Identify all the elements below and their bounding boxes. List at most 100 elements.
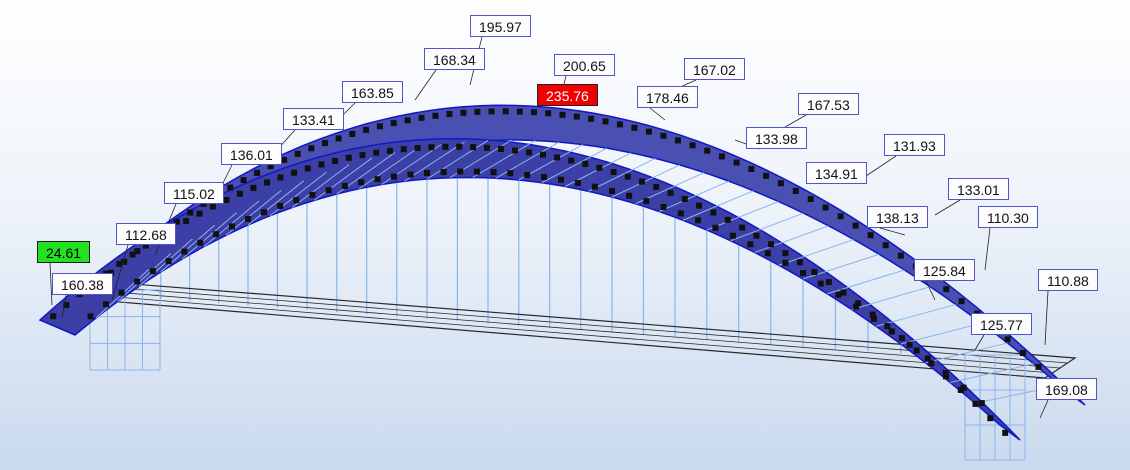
load-marker [796, 259, 803, 266]
load-marker [470, 144, 477, 151]
load-marker [116, 260, 123, 267]
load-marker [390, 120, 397, 127]
load-marker [704, 147, 711, 154]
value-label: 115.02 [164, 182, 224, 204]
load-marker [825, 279, 832, 286]
load-marker [359, 152, 366, 159]
leader-line [984, 227, 991, 271]
lacing-member [426, 140, 489, 180]
lacing-member [730, 212, 804, 242]
load-marker [817, 280, 824, 287]
load-marker [869, 311, 876, 318]
load-marker [291, 169, 298, 176]
load-marker [391, 173, 397, 180]
load-marker [987, 415, 994, 422]
deck-stringer [101, 295, 1053, 374]
load-marker [852, 222, 859, 229]
value-label: 125.84 [914, 259, 975, 281]
lacing-member [160, 224, 215, 273]
load-marker [308, 145, 315, 152]
load-marker [507, 170, 514, 177]
value-label: 110.30 [978, 206, 1038, 228]
load-marker [183, 218, 190, 224]
load-marker [531, 109, 537, 116]
load-marker [626, 192, 633, 199]
load-marker [488, 108, 495, 115]
load-marker [304, 165, 311, 172]
load-marker [474, 108, 481, 115]
load-marker [187, 209, 194, 216]
leader-line [61, 294, 67, 319]
load-marker [322, 140, 328, 147]
lacing-member [950, 363, 1034, 383]
lacing-member [611, 164, 680, 198]
max-value-label: 235.76 [537, 84, 598, 106]
load-marker [484, 144, 490, 151]
load-marker [165, 258, 172, 265]
load-marker [582, 160, 589, 167]
lacing-member [182, 212, 238, 260]
load-marker [1020, 350, 1026, 356]
load-marker [689, 142, 696, 149]
load-marker [134, 278, 141, 285]
load-marker [712, 224, 719, 231]
load-marker [418, 114, 425, 121]
load-marker [596, 164, 603, 171]
load-marker [209, 203, 216, 210]
load-marker [129, 251, 136, 258]
load-marker [554, 154, 561, 161]
lacing-member [588, 157, 656, 192]
load-marker [695, 217, 702, 224]
load-marker [456, 143, 463, 150]
load-marker [624, 173, 631, 180]
load-marker [267, 163, 274, 170]
load-marker [261, 209, 267, 216]
load-marker [943, 286, 950, 293]
load-marker [897, 252, 904, 259]
load-marker [325, 187, 332, 194]
load-marker [568, 157, 575, 164]
load-marker [460, 109, 467, 116]
load-marker [250, 184, 257, 191]
load-marker [540, 151, 546, 158]
load-marker [524, 171, 531, 178]
load-marker [134, 248, 141, 255]
load-marker [50, 313, 57, 320]
load-marker [502, 108, 509, 115]
value-label: 138.13 [867, 206, 928, 228]
load-marker [733, 159, 740, 166]
leader-line [649, 107, 666, 121]
load-marker [972, 400, 979, 407]
load-marker [681, 196, 688, 202]
lacing-member [658, 180, 730, 212]
load-marker [223, 197, 230, 203]
load-marker [855, 300, 862, 307]
lacing-member [247, 180, 305, 226]
load-marker [978, 400, 985, 407]
lacing-member [541, 147, 608, 184]
value-label: 178.46 [637, 86, 698, 108]
leader-line [1039, 399, 1049, 419]
load-marker [432, 112, 439, 119]
load-marker [374, 176, 381, 183]
load-marker [254, 169, 261, 176]
load-marker [631, 124, 638, 131]
load-marker [197, 239, 204, 246]
load-marker [675, 137, 681, 144]
load-marker [349, 131, 356, 137]
load-marker [277, 174, 284, 181]
load-marker [837, 213, 844, 220]
lacing-member [827, 269, 905, 295]
load-marker [446, 111, 453, 118]
load-marker [729, 232, 736, 239]
load-marker [121, 258, 128, 265]
load-marker [763, 172, 770, 179]
leader-line [925, 280, 936, 301]
load-marker [906, 341, 913, 348]
lacing-member [925, 342, 1008, 364]
value-label: 195.97 [470, 15, 531, 37]
load-marker [870, 315, 877, 322]
load-marker [229, 223, 235, 230]
